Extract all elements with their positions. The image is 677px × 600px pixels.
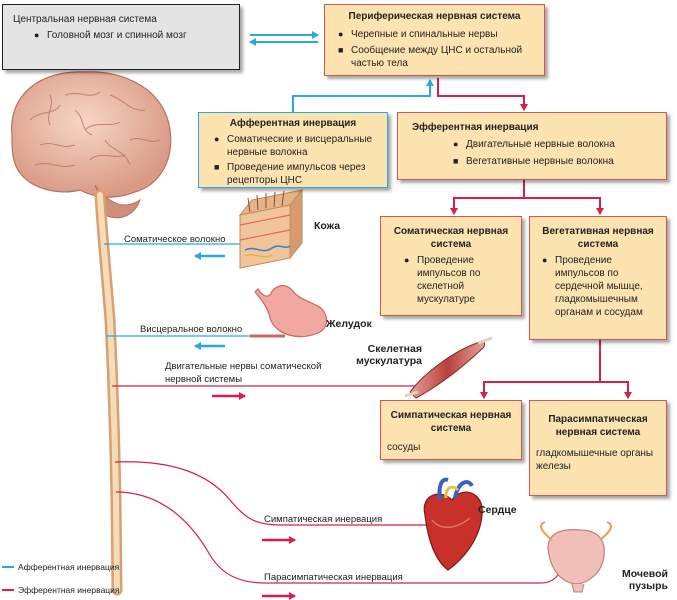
somatic-item: ●Проведение импульсов по скелетной муску… <box>404 255 481 305</box>
pns-item-2: ■Сообщение между ЦНС и остальной частью … <box>338 45 523 69</box>
efferent-item-1: ●Двигательные нервные волокна <box>453 139 615 150</box>
stomach-illustration <box>250 285 328 338</box>
vegetative-item: ●Проведение импульсов по сердечной мышце… <box>542 255 643 318</box>
legend-afferent-label: Афферентная инервация <box>18 562 120 572</box>
brain-illustration <box>11 71 172 596</box>
efferent-box: Эфферентная инервация ●Двигательные нерв… <box>397 112 667 180</box>
pns-item-1: ●Черепные и спинальные нервы <box>338 29 498 40</box>
pns-box: Периферическая нервная система ●Черепные… <box>324 4 545 76</box>
cns-item: ●Головной мозг и спинной мозг <box>34 30 187 41</box>
efferent-item-2: ■Вегетативные нервные волокна <box>453 156 614 167</box>
label-visceral-fiber: Висцеральное волокно <box>140 324 243 335</box>
organ-label-heart: Сердце <box>478 504 517 516</box>
legend-efferent-label: Эфферентная инервация <box>18 585 120 595</box>
label-sympathetic-innervation: Симпатическая инервация <box>264 514 383 525</box>
parasympathetic-title: Парасимпатическая нервная система <box>548 414 648 438</box>
skeletal-muscle-illustration <box>404 336 493 399</box>
sympathetic-box: Симпатическая нервная система сосуды <box>380 400 522 460</box>
somatic-title: Соматическая нервная система <box>393 226 509 250</box>
box-connectors <box>249 31 632 399</box>
heart-illustration <box>423 477 483 571</box>
afferent-title: Афферентная инервация <box>229 118 357 129</box>
cns-box: Центральная нервная система ●Головной мо… <box>2 4 240 70</box>
label-somatic-fiber: Соматическое волокно <box>124 234 226 245</box>
fiber-lines <box>104 243 569 600</box>
vegetative-title: Вегетативная нервная система <box>542 226 654 250</box>
cns-title: Центральная нервная система <box>13 14 157 25</box>
skin-illustration <box>238 188 304 269</box>
organ-label-skin: Кожа <box>314 220 341 232</box>
bladder-illustration <box>539 521 613 593</box>
vegetative-box: Вегетативная нервная система ●Проведение… <box>529 216 667 340</box>
afferent-item-2: ■Проведение импульсов через рецепторы ЦН… <box>214 162 366 186</box>
parasympathetic-text: гладкомышечные органы железы <box>536 448 654 472</box>
afferent-item-1: ●Соматические и висцеральные нервные вол… <box>214 134 373 158</box>
sympathetic-title: Симпатическая нервная система <box>390 410 512 434</box>
somatic-box: Соматическая нервная система ●Проведение… <box>380 216 522 316</box>
organ-label-bladder: Мочевой пузырь <box>621 568 668 592</box>
parasympathetic-box: Парасимпатическая нервная система гладко… <box>529 400 667 496</box>
efferent-title: Эфферентная инервация <box>412 122 539 133</box>
pns-title: Периферическая нервная система <box>348 11 521 22</box>
organ-label-stomach: Желудок <box>326 318 372 330</box>
sympathetic-text: сосуды <box>387 442 421 453</box>
label-parasympathetic-innervation: Парасимпатическая инервация <box>264 572 403 583</box>
label-motor-nerves: Двигательные нервы соматической нервной … <box>165 361 322 385</box>
organ-label-skeletal-muscle: Скелетная мускулатура <box>356 343 422 367</box>
afferent-box: Афферентная инервация ●Соматические и ви… <box>198 112 388 188</box>
